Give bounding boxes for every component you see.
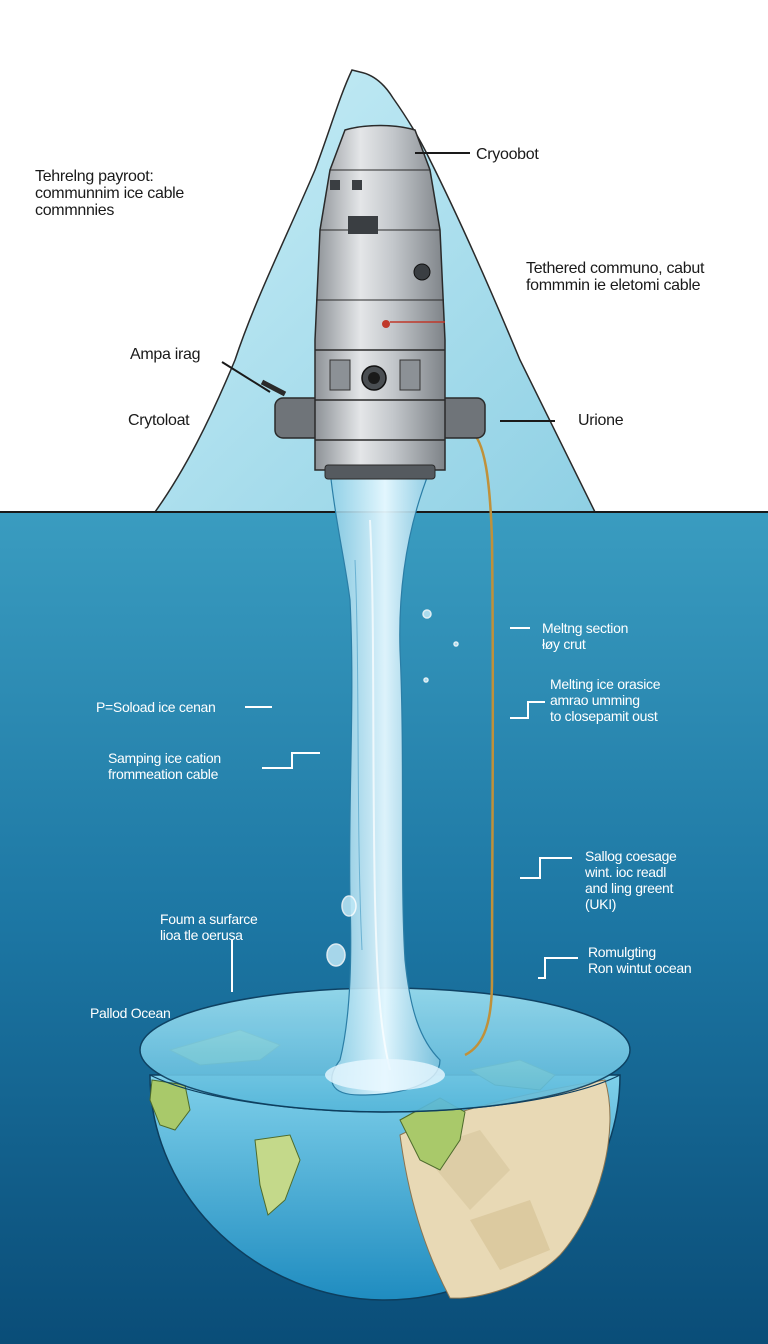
- label-urione: Urione: [578, 412, 624, 429]
- label-tether-left: Tehrelng payroot: communnim ice cable co…: [35, 168, 184, 219]
- label-pallod-ocean: Pallod Ocean: [90, 1005, 171, 1021]
- bubbles: [326, 609, 459, 967]
- tether-cable: [464, 428, 495, 1057]
- label-cryobot: Cryoobot: [476, 146, 539, 163]
- label-foum: Foum a surfarce lioa tle oerusa: [160, 911, 258, 943]
- label-line: lioa tle oerusa: [160, 927, 243, 943]
- label-melting-section: Meltng section łøy crut: [542, 620, 628, 652]
- label-romulgting: Romulgting Ron wintut ocean: [588, 944, 692, 976]
- label-melting-ice: Melting ice orasice amrao umming to clos…: [550, 676, 661, 724]
- leader-lines: [221, 152, 555, 422]
- label-cryoloat: Crytoloat: [128, 412, 190, 429]
- splash: [325, 1059, 445, 1091]
- label-line: fommmin ie eletomi cable: [526, 277, 701, 294]
- label-line: Tehrelng payroot:: [35, 168, 154, 185]
- label-line: frommeation cable: [108, 766, 219, 782]
- meltwater-stream: [329, 469, 441, 1096]
- label-sallog: Sallog coesage wint. ioc readl and ling …: [585, 848, 677, 912]
- label-line: wint. ioc readl: [585, 864, 667, 880]
- label-line: and ling greent: [585, 880, 674, 896]
- label-samping: Samping ice cation frommeation cable: [108, 750, 221, 782]
- leader-lines-dark: [231, 627, 578, 992]
- label-line: Romulgting: [588, 944, 656, 960]
- label-line: Ron wintut ocean: [588, 960, 692, 976]
- label-line: amrao umming: [550, 692, 640, 708]
- label-line: Samping ice cation: [108, 750, 221, 766]
- label-line: Foum a surfarce: [160, 911, 258, 927]
- label-line: commnnies: [35, 202, 115, 219]
- continent-south: [254, 1134, 301, 1216]
- label-line: Tethered communo, cabut: [526, 260, 705, 277]
- label-line: to closepamit oust: [550, 708, 658, 724]
- label-line: łøy crut: [542, 636, 586, 652]
- label-line: Melting ice orasice: [550, 676, 661, 692]
- cryobot-probe: [260, 124, 486, 480]
- label-line: Meltng section: [542, 620, 629, 636]
- label-ampa: Ampa irag: [130, 346, 201, 363]
- label-line: Sallog coesage: [585, 848, 677, 864]
- label-line: communnim ice cable: [35, 185, 185, 202]
- label-line: (UKI): [585, 896, 617, 912]
- label-psoload: P=Soload ice cenan: [96, 699, 216, 715]
- label-tether-right: Tethered communo, cabut fommmin ie eleto…: [526, 260, 704, 294]
